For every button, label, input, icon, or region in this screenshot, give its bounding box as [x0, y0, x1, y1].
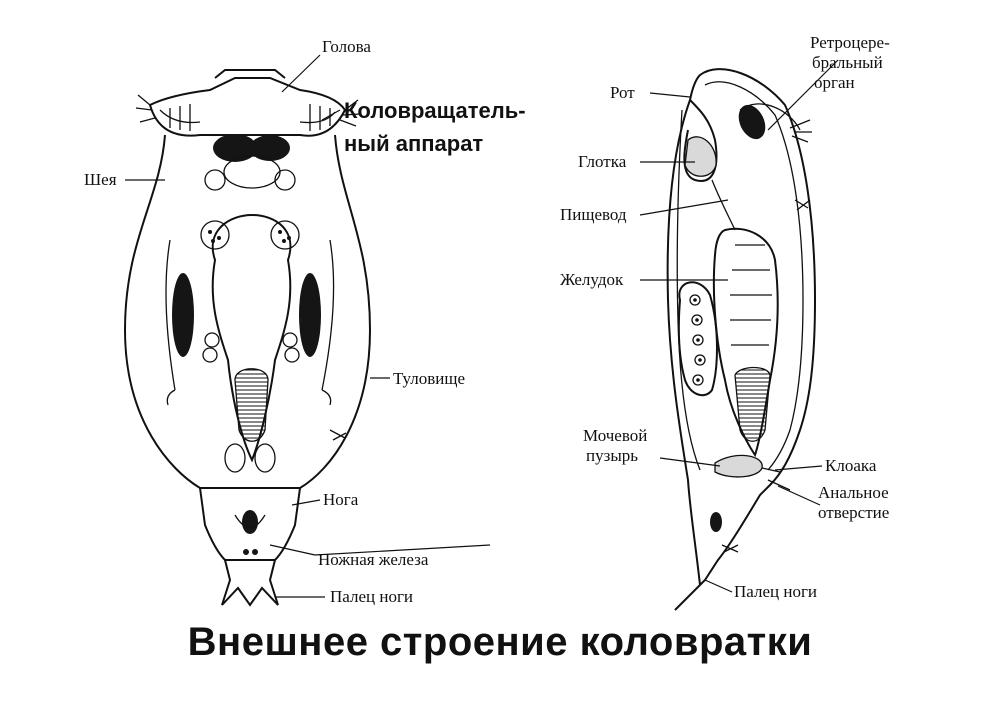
label-retrocerebral-line1: Ретроцере- — [810, 33, 890, 52]
label-bladder-line2: пузырь — [586, 446, 638, 465]
lateral-leader-lines — [639, 59, 839, 593]
label-toe-right: Палец ноги — [734, 582, 817, 601]
label-toe-left: Палец ноги — [330, 587, 413, 606]
lateral-view-drawing — [666, 68, 817, 611]
gland-cells — [200, 169, 300, 363]
label-corona-line2: ный аппарат — [344, 131, 483, 156]
label-esophagus: Пищевод — [560, 205, 627, 224]
label-pedal-gland: Ножная железа — [318, 550, 429, 569]
label-corona-line1: Коловращатель- — [344, 98, 526, 123]
label-head: Голова — [322, 37, 371, 56]
label-pharynx: Глотка — [578, 152, 627, 171]
label-retrocerebral-line3: орган — [814, 73, 855, 92]
label-neck: Шея — [84, 170, 117, 189]
dorsal-view-drawing — [123, 69, 372, 607]
label-stomach: Желудок — [560, 270, 624, 289]
label-cloaca: Клоака — [825, 456, 877, 475]
label-anus-line2: отверстие — [818, 503, 889, 522]
diagram-title: Внешнее строение коловратки — [187, 620, 813, 664]
egg-cells — [689, 294, 706, 386]
label-retrocerebral-line2: бральный — [812, 53, 883, 72]
label-bladder-line1: Мочевой — [583, 426, 647, 445]
label-anus-line1: Анальное — [818, 483, 889, 502]
label-mouth: Рот — [610, 83, 635, 102]
label-foot: Нога — [323, 490, 359, 509]
dorsal-leader-lines — [125, 54, 491, 598]
label-trunk: Туловище — [393, 369, 465, 388]
